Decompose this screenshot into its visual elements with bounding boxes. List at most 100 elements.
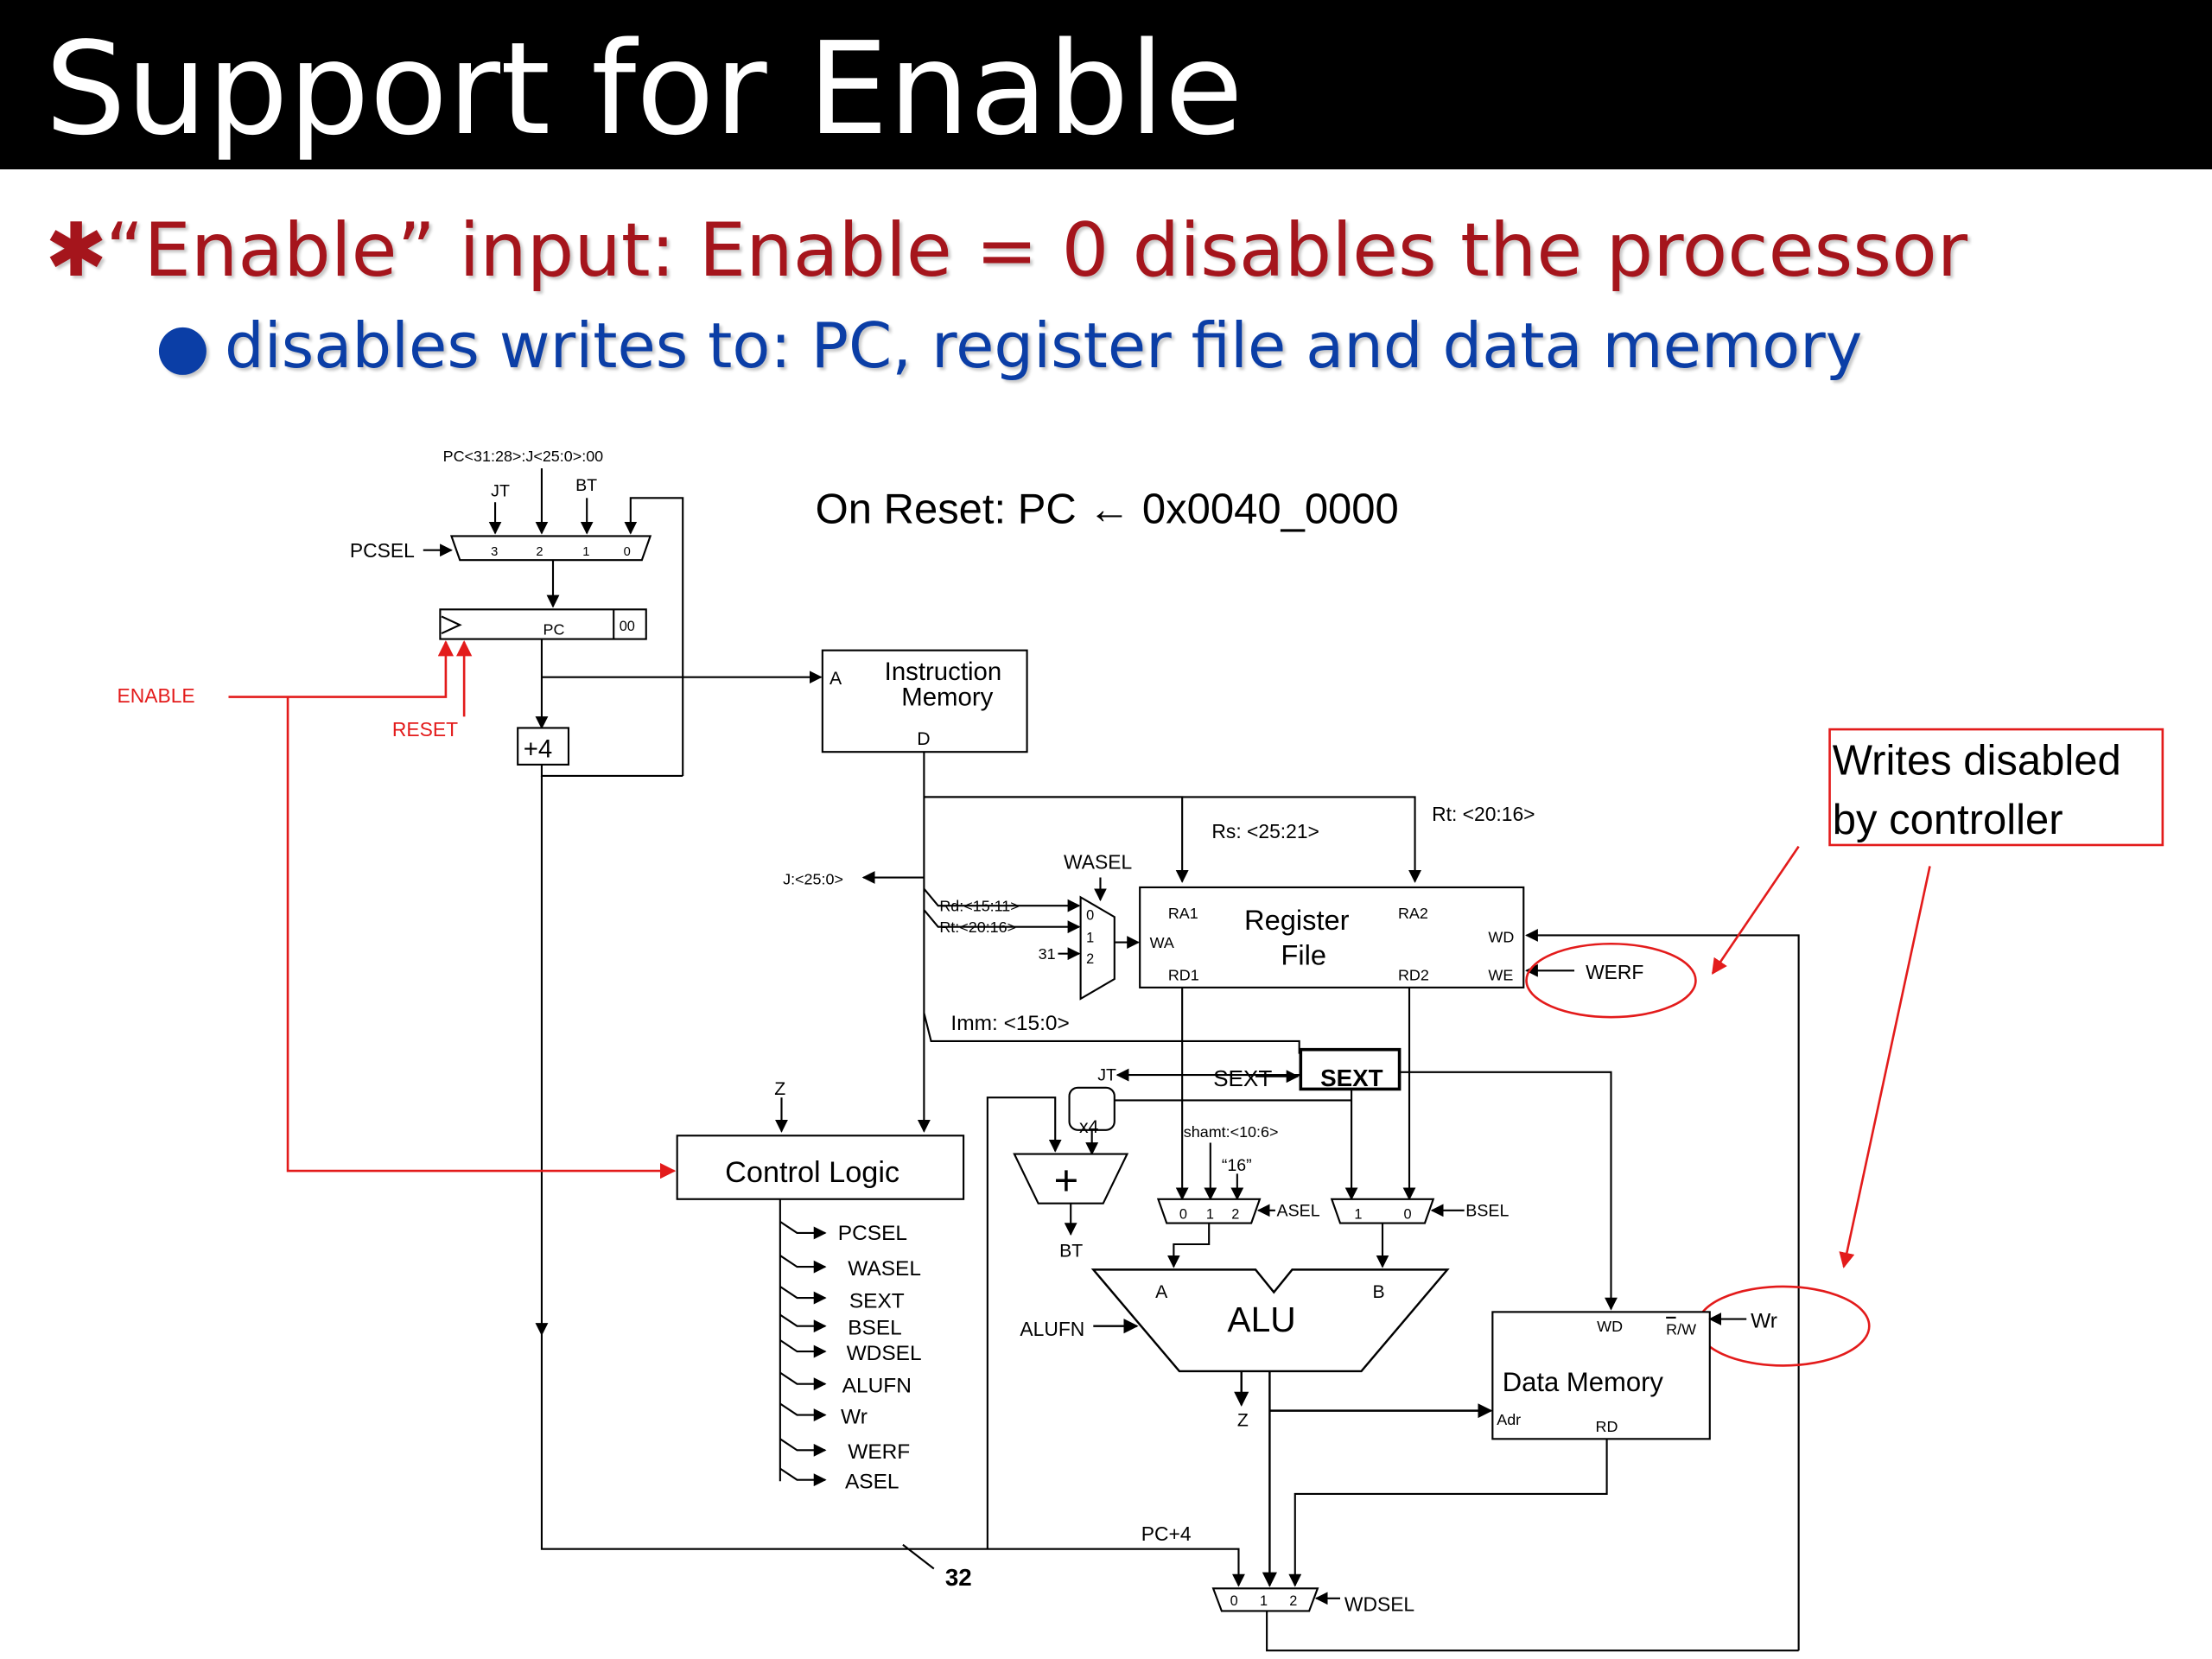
wasel-label: WASEL: [1064, 851, 1132, 874]
bullet-enable-text: “Enable” input: Enable = 0 disables the …: [105, 207, 1968, 294]
regfile-rd2: RD2: [1398, 967, 1429, 984]
rs-field: Rs: <25:21>: [1211, 820, 1319, 842]
dmem-label: Data Memory: [1503, 1367, 1664, 1397]
control-logic-label: Control Logic: [725, 1156, 899, 1189]
imem-port-d: D: [917, 729, 930, 749]
slide-title: Support for Enable: [45, 15, 1243, 163]
bsel-mux: [1330, 1198, 1435, 1224]
imem-line2: Memory: [901, 683, 993, 711]
pc-mux-top-label: PC<31:28>:J<25:0>:00: [443, 448, 604, 465]
dmem-rd: RD: [1596, 1418, 1618, 1435]
wdsel-in-0: 0: [1230, 1593, 1238, 1609]
x4-label: x4: [1079, 1117, 1099, 1137]
regfile-line1: Register: [1244, 904, 1350, 936]
ctrl-out-wasel: WASEL: [848, 1257, 921, 1281]
regfile-ra1: RA1: [1168, 905, 1198, 922]
pc-mux-in-0: 0: [624, 545, 631, 559]
imem-port-a: A: [830, 669, 842, 689]
pc-register: [439, 608, 647, 640]
bt-out-label: BT: [1059, 1242, 1083, 1262]
ctrl-out-bsel: BSEL: [848, 1316, 902, 1339]
bus-width: 32: [945, 1564, 972, 1591]
annotation-box: [1828, 728, 2164, 847]
wa-mux-in-2: 2: [1086, 951, 1094, 967]
werf-label: WERF: [1586, 961, 1643, 983]
annotation-line1: Writes disabled: [1833, 737, 2121, 784]
branch-adder: [1013, 1153, 1129, 1205]
instruction-memory: [821, 649, 1028, 753]
reset-note: On Reset: PC ← 0x0040_0000: [816, 486, 1399, 533]
sext-box: [1299, 1047, 1402, 1091]
regfile-ra2: RA2: [1398, 905, 1428, 922]
alufn-label: ALUFN: [1020, 1318, 1084, 1340]
rd-field: Rd:<15:11>: [939, 898, 1019, 915]
regfile-wd: WD: [1488, 929, 1514, 946]
pc-low-bits: 00: [620, 619, 635, 634]
wr-label: Wr: [1751, 1309, 1777, 1332]
wdsel-label: WDSEL: [1344, 1592, 1414, 1615]
regfile-line2: File: [1281, 939, 1326, 971]
bsel-in-0: 0: [1403, 1207, 1411, 1223]
sub-bullet-text: disables writes to: PC, register file an…: [225, 309, 1863, 382]
pcsel-label: PCSEL: [350, 539, 415, 562]
rt-field: Rt: <20:16>: [1432, 803, 1535, 825]
reset-label: RESET: [392, 718, 458, 741]
plus4-adder: [517, 727, 570, 766]
pc-plus4-label: PC+4: [1141, 1522, 1192, 1545]
sext-box-label: SEXT: [1320, 1065, 1383, 1091]
wr-highlight: [1695, 1285, 1871, 1367]
adder-plus: +: [1054, 1158, 1079, 1205]
dot-bullet-icon: ●: [156, 309, 210, 382]
sub-bullet-disables-writes: ●disables writes to: PC, register file a…: [156, 309, 1862, 382]
title-bar: Support for Enable: [0, 0, 2212, 169]
wdsel-in-1: 1: [1260, 1593, 1268, 1609]
pc-mux: [449, 535, 652, 562]
imm-field: Imm: <15:0>: [950, 1012, 1069, 1035]
alu-a: A: [1155, 1282, 1168, 1302]
alu-b: B: [1373, 1282, 1385, 1302]
jt-out-label: JT: [1097, 1066, 1116, 1085]
dmem-rw: R/W: [1666, 1320, 1696, 1338]
jt-label: JT: [491, 482, 510, 501]
control-logic: [676, 1135, 965, 1200]
asel-mux: [1156, 1198, 1262, 1224]
dmem-wd: WD: [1597, 1318, 1623, 1335]
alu-label: ALU: [1227, 1300, 1295, 1339]
const-16: “16”: [1222, 1156, 1252, 1175]
regfile-wa: WA: [1150, 934, 1174, 951]
asel-in-1: 1: [1206, 1207, 1214, 1223]
rt-field-2: Rt:<20:16>: [939, 918, 1016, 936]
werf-highlight: [1525, 942, 1697, 1019]
bsel-label: BSEL: [1465, 1201, 1509, 1220]
pc-mux-in-1: 1: [582, 545, 589, 559]
regfile-we: WE: [1488, 967, 1513, 984]
ctrl-out-sext: SEXT: [849, 1289, 905, 1313]
dmem-adr: Adr: [1497, 1411, 1521, 1428]
wa-mux: [1079, 895, 1116, 1001]
bsel-in-1: 1: [1354, 1207, 1362, 1223]
j-field: J:<25:0>: [783, 871, 843, 888]
pc-mux-in-2: 2: [536, 545, 543, 559]
asel-in-0: 0: [1179, 1207, 1187, 1223]
z-out-label: Z: [1237, 1411, 1249, 1431]
data-memory: [1491, 1311, 1711, 1440]
const-31: 31: [1039, 945, 1056, 963]
pc-mux-in-3: 3: [491, 545, 498, 559]
pc-label: PC: [543, 621, 565, 639]
alu: [1090, 1268, 1450, 1373]
plus4-label: +4: [524, 735, 553, 764]
shamt-label: shamt:<10:6>: [1184, 1123, 1279, 1141]
wdsel-in-2: 2: [1289, 1593, 1297, 1609]
asterisk-bullet-icon: ✱: [45, 207, 108, 294]
enable-label: ENABLE: [118, 684, 195, 707]
asel-in-2: 2: [1231, 1207, 1239, 1223]
ctrl-out-asel: ASEL: [845, 1470, 899, 1493]
ctrl-out-werf: WERF: [848, 1440, 910, 1464]
annotation-line2: by controller: [1833, 797, 2063, 843]
ctrl-out-pcsel: PCSEL: [838, 1222, 907, 1245]
imem-line1: Instruction: [885, 658, 1002, 686]
register-file: [1139, 886, 1525, 988]
wa-mux-in-1: 1: [1086, 931, 1094, 946]
ctrl-out-alufn: ALUFN: [842, 1374, 912, 1397]
